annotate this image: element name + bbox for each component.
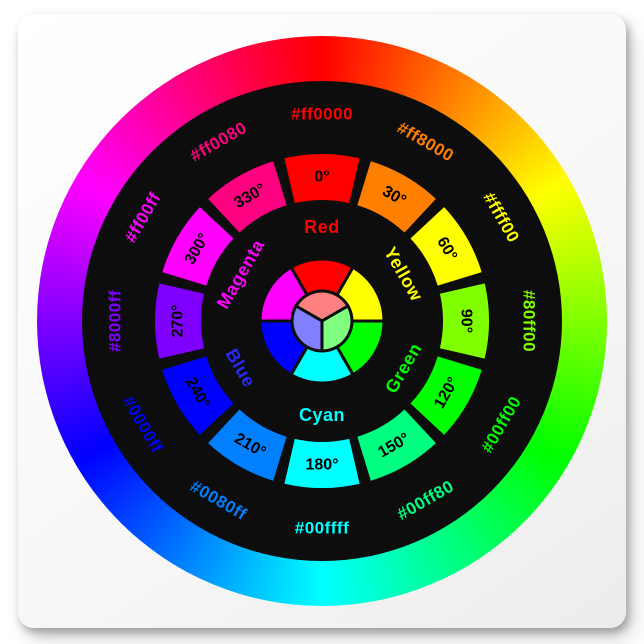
hex-code-label: #00ffff: [294, 518, 350, 538]
ceramic-tile: 0°30°60°90°120°150°180°210°240°270°300°3…: [18, 14, 626, 628]
center-primary-sector: [290, 303, 324, 353]
degree-segment: [284, 154, 360, 204]
degree-segment: [162, 207, 234, 286]
hex-code-label: #80ff00: [519, 289, 539, 353]
degree-label: 180°: [305, 457, 338, 474]
wheel-svg: 0°30°60°90°120°150°180°210°240°270°300°3…: [155, 154, 489, 488]
hex-code-label: #8000ff: [105, 289, 125, 353]
degree-segment: [284, 438, 360, 488]
degree-segment: [155, 283, 205, 359]
degree-label: 0°: [314, 169, 329, 186]
degree-segment: [439, 283, 489, 359]
degree-label: 90°: [458, 309, 475, 333]
degree-segment: [357, 161, 436, 233]
degree-label: 270°: [170, 304, 187, 337]
degree-segment: [208, 161, 287, 233]
degree-segment: [357, 409, 436, 481]
color-name-label: Cyan: [298, 405, 346, 425]
degree-segment: [162, 356, 234, 435]
hex-code-label: #ff0000: [290, 104, 354, 124]
degree-segment: [410, 356, 482, 435]
degree-segment: [410, 207, 482, 286]
color-wheel: 0°30°60°90°120°150°180°210°240°270°300°3…: [37, 36, 607, 606]
degree-segment: [208, 409, 287, 481]
center-primary-sector: [320, 303, 354, 353]
color-name-label: Red: [304, 217, 340, 237]
